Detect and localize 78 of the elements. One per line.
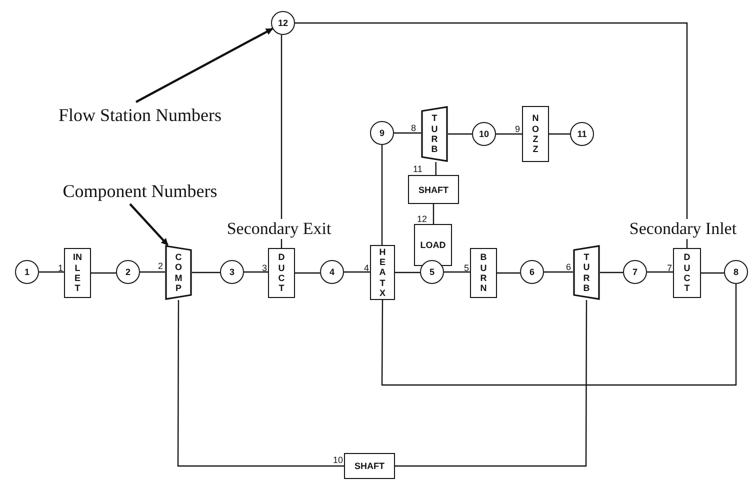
component-name: LOAD: [420, 240, 446, 250]
station-number: 12: [278, 18, 288, 28]
callout-text: Flow Station Numbers: [58, 104, 222, 126]
component-name: INLET: [73, 252, 82, 294]
connector-line: [432, 204, 434, 224]
component-number: 6: [566, 262, 572, 272]
station-number: 4: [329, 267, 334, 277]
component-name: SHAFT: [354, 461, 384, 471]
component-number: 9: [515, 124, 520, 134]
connector-line: [295, 22, 688, 248]
component-number: 7: [667, 263, 672, 273]
flow-station-circle: [520, 260, 544, 284]
connector-line: [91, 272, 116, 274]
component-name: NOZZ: [531, 113, 540, 155]
component-name: HEATX: [378, 246, 387, 298]
component-number: 11: [413, 164, 422, 174]
flow-station-circle: [623, 260, 647, 284]
component-number: 12: [417, 214, 428, 224]
station-number: 9: [379, 128, 384, 138]
station-number: 6: [529, 267, 534, 277]
station-number: 10: [478, 129, 489, 139]
station-number: 7: [632, 267, 638, 277]
station-number: 8: [733, 267, 738, 277]
flow-station-circle: [370, 121, 394, 145]
connector-line: [344, 271, 370, 273]
connector-line: [448, 133, 472, 135]
flow-station-circle: [570, 122, 594, 146]
component-name: DUCT: [277, 252, 286, 294]
connector-line: [496, 133, 522, 135]
component-name: TURB: [430, 113, 439, 155]
connector-line: [549, 133, 570, 135]
component-number: 2: [158, 261, 164, 271]
connector-line: [381, 284, 737, 386]
connector-line: [244, 271, 268, 273]
connector-line: [497, 272, 520, 274]
connector-line: [394, 132, 421, 134]
leader-arrow: [135, 28, 274, 103]
connector-line: [140, 271, 165, 273]
connector-line: [39, 271, 64, 273]
flow-station-circle: [116, 260, 140, 284]
flow-station-circle: [220, 260, 244, 284]
flow-station-circle: [472, 122, 496, 146]
component-number: 8: [411, 123, 416, 133]
flow-station-circle: [15, 260, 39, 284]
connector-line: [444, 271, 470, 273]
flow-station-circle: [320, 260, 344, 284]
component-number: 5: [464, 263, 470, 273]
connector-line: [192, 272, 220, 274]
component-name: COMP: [174, 252, 183, 294]
leader-arrow: [129, 203, 169, 246]
connector-line: [395, 300, 588, 467]
station-number: 2: [125, 267, 130, 277]
component-number: 1: [58, 263, 64, 273]
connector-line: [280, 35, 282, 248]
station-number: 5: [429, 267, 434, 277]
flow-station-circle: [271, 11, 295, 35]
callout-text: Component Numbers: [62, 180, 218, 202]
component-name: SHAFT: [418, 184, 448, 194]
connector-line: [647, 271, 673, 273]
component-number: 4: [364, 263, 370, 273]
flow-station-circle: [420, 260, 444, 284]
station-number: 1: [24, 267, 30, 277]
component-number: 10: [333, 455, 344, 465]
connector-line: [701, 272, 724, 274]
component-name: DUCT: [682, 252, 692, 294]
connector-line: [544, 271, 573, 273]
component-number: 3: [262, 263, 268, 273]
station-number: 3: [229, 267, 234, 277]
component-name: TURB: [582, 252, 591, 294]
connector-line: [395, 272, 420, 274]
connector-line: [600, 272, 623, 274]
component-name: BURN: [479, 252, 488, 294]
connector-line: [295, 272, 320, 274]
connector-line: [435, 162, 436, 175]
connector-line: [177, 300, 344, 467]
station-number: 11: [577, 129, 587, 139]
flow-station-circle: [724, 260, 748, 284]
connector-line: [381, 145, 383, 245]
